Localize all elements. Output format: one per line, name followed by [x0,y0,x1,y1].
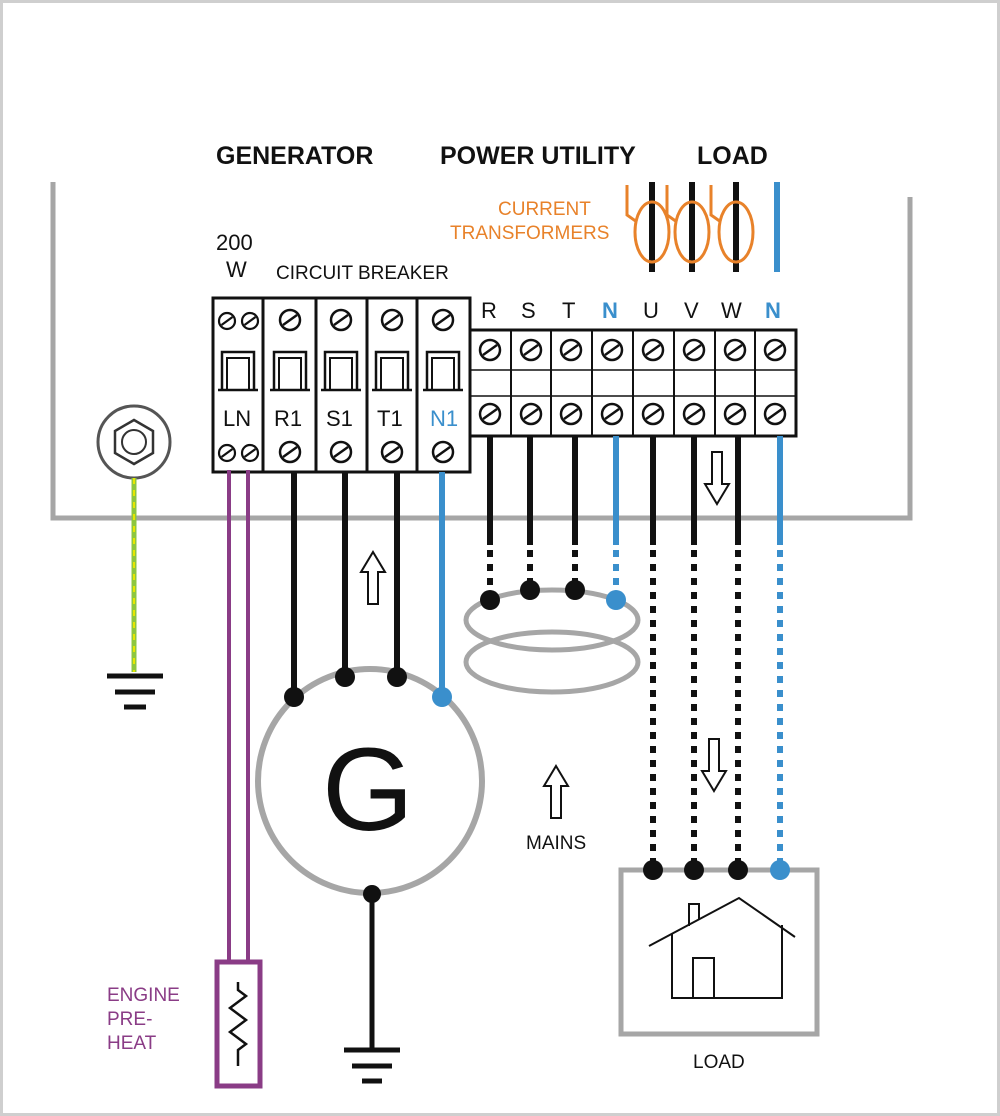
power-rating-value: 200 [216,230,253,255]
load-wires [650,436,783,866]
breaker-terminal-ln: LN [223,406,251,431]
breaker-terminal-n1: N1 [430,406,458,431]
circuit-breaker-label: CIRCUIT BREAKER [276,263,449,284]
ground-stud [96,404,172,480]
power-rating-unit: W [226,257,247,282]
terminal-label-r: R [481,298,497,323]
engine-preheat-line1: ENGINE [107,985,180,1006]
mains-connection-points [480,580,626,610]
load-box-label: LOAD [693,1052,745,1073]
panel-enclosure [50,182,913,521]
generator-letter: G [322,724,414,856]
load-header: LOAD [697,142,768,170]
breaker-terminal-t1: T1 [377,406,403,431]
terminal-label-n-load: N [765,298,781,323]
breaker-terminal-r1: R1 [274,406,302,431]
current-transformers-label-line2: TRANSFORMERS [450,223,609,244]
current-transformer-coils [625,185,755,264]
generator-symbol [255,666,485,903]
terminal-label-t: T [562,298,575,323]
terminal-block [468,328,798,438]
breaker-terminal-s1: S1 [326,406,353,431]
load-direction-arrow-lower [701,738,727,792]
ground-symbol-left [107,673,163,710]
mains-coil [463,587,641,695]
terminal-label-u: U [643,298,659,323]
mains-direction-arrow [543,765,569,819]
load-conductors-top [649,182,780,272]
terminal-label-v: V [684,298,699,323]
engine-preheat-line2: PRE- [107,1009,152,1030]
load-box [618,860,820,1037]
mains-label: MAINS [526,833,586,854]
terminal-label-w: W [721,298,742,323]
preheat-wires [227,470,250,962]
engine-preheat-line3: HEAT [107,1033,157,1054]
power-utility-header: POWER UTILITY [440,142,636,170]
house-icon [648,896,796,999]
generator-header: GENERATOR [216,142,373,170]
circuit-breaker-block [211,296,472,474]
current-transformers-label-line1: CURRENT [498,199,591,220]
terminal-label-s: S [521,298,536,323]
load-direction-arrow-upper [704,451,730,505]
generator-direction-arrow [360,551,386,605]
ground-symbol-generator [344,1047,400,1084]
generator-wires [291,472,445,697]
terminal-label-n-mains: N [602,298,618,323]
preheat-heater [214,959,263,1089]
